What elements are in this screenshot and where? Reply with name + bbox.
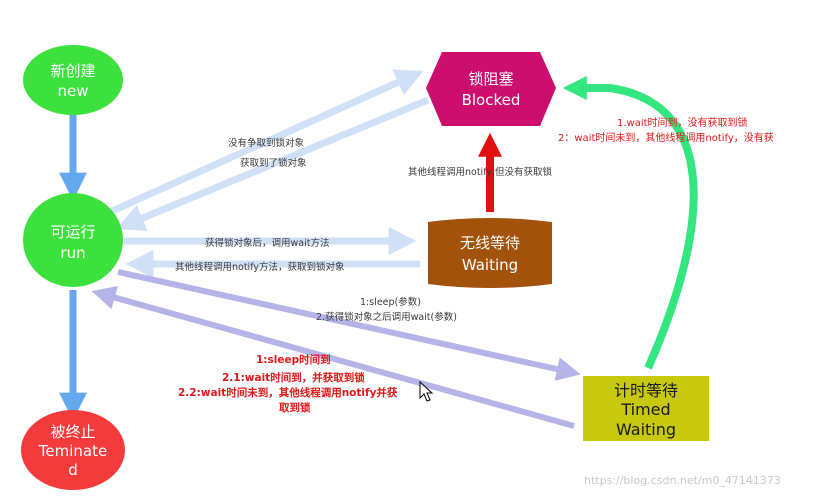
- node-new-sublabel: new: [57, 82, 88, 100]
- node-terminated-shape: [21, 410, 125, 490]
- arrow-run-to-timed: [117, 269, 581, 381]
- label-timed-to-run-2: 2.1:wait时间到，并获取到锁: [222, 371, 365, 384]
- watermark: https://blog.csdn.net/m0_47141373: [584, 474, 781, 487]
- label-timed-to-run-1: 1:sleep时间到: [256, 353, 331, 366]
- label-timed-to-run-3: 2.2:wait时间未到，其他线程调用notify并获: [178, 386, 398, 399]
- label-run-to-blocked: 没有争取到锁对象: [228, 137, 305, 149]
- mouse-cursor-icon: [419, 380, 434, 402]
- node-blocked-label: 锁阻塞: [468, 70, 513, 88]
- label-run-to-waiting: 获得锁对象后，调用wait方法: [205, 237, 329, 249]
- node-waiting-label: 无线等待: [460, 234, 520, 252]
- label-timed-to-blocked-2: 2：wait时间未到，其他线程调用notify，没有获: [558, 131, 774, 144]
- node-terminated-sublabel: Teminate: [38, 442, 107, 460]
- node-waiting-shape: [428, 218, 552, 288]
- label-blocked-to-run: 获取到了锁对象: [240, 157, 307, 169]
- node-blocked-sublabel: Blocked: [462, 91, 521, 109]
- node-blocked-shape: [426, 52, 556, 126]
- node-new-label: 新创建: [50, 62, 95, 80]
- node-terminated: 被终止 Teminate d: [21, 410, 125, 490]
- node-waiting-sublabel: Waiting: [462, 256, 518, 274]
- arrow-blocked-to-run: [116, 96, 430, 232]
- node-timed-waiting-sublabel-2: Waiting: [616, 420, 676, 439]
- arrow-timed-to-blocked: [562, 76, 698, 370]
- node-new-shape: [23, 45, 123, 115]
- node-waiting: 无线等待 Waiting: [428, 218, 552, 288]
- node-timed-waiting-sublabel: Timed: [620, 400, 670, 419]
- node-terminated-sublabel-2: d: [68, 461, 78, 479]
- node-run-sublabel: run: [60, 244, 85, 262]
- label-timed-to-run-4: 取到锁: [279, 401, 311, 414]
- arrow-run-to-blocked: [108, 69, 424, 216]
- node-timed-waiting-label: 计时等待: [614, 381, 678, 400]
- node-new: 新创建 new: [23, 45, 123, 115]
- label-timed-to-blocked-1: 1.wait时间到，没有获取到锁: [617, 116, 748, 129]
- node-timed-waiting: 计时等待 Timed Waiting: [583, 376, 709, 441]
- label-run-to-timed-1: 1:sleep(参数): [360, 296, 421, 308]
- node-run-label: 可运行: [50, 223, 95, 241]
- arrow-timed-to-run: [91, 285, 575, 429]
- node-blocked: 锁阻塞 Blocked: [426, 52, 556, 126]
- node-timed-waiting-shape: [583, 376, 709, 441]
- node-terminated-label: 被终止: [50, 423, 95, 441]
- label-waiting-to-blocked: 其他线程调用notify,但没有获取锁: [408, 166, 553, 178]
- node-run: 可运行 run: [23, 193, 123, 287]
- node-run-shape: [23, 193, 123, 287]
- label-run-to-timed-2: 2.获得锁对象之后调用wait(参数): [316, 311, 457, 323]
- label-waiting-to-run: 其他线程调用notify方法，获取到锁对象: [175, 261, 345, 273]
